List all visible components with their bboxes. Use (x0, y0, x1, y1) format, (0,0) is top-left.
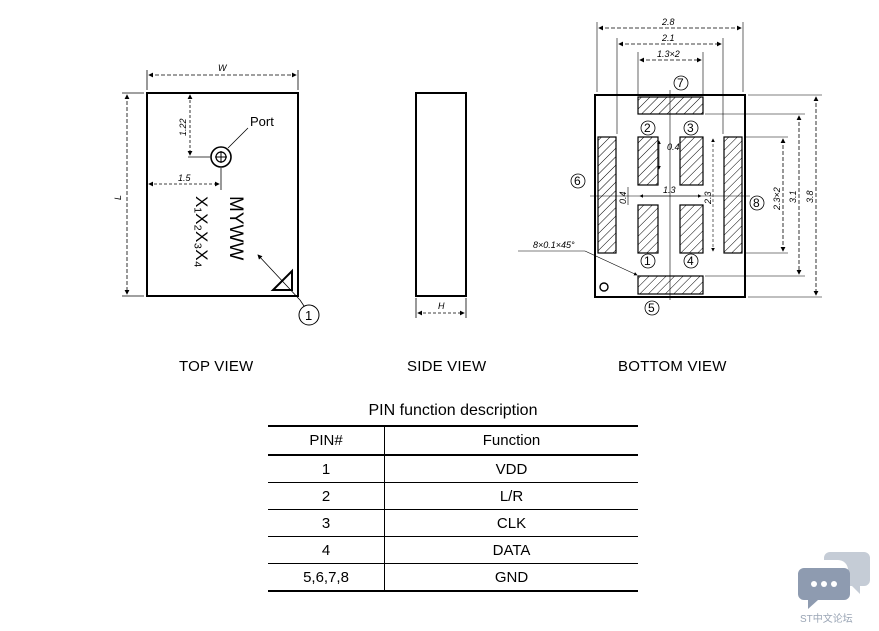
dim-3-8: 3.8 (805, 190, 815, 203)
forum-logo-icon (798, 552, 870, 609)
header-function: Function (384, 425, 638, 456)
pad-4 (679, 204, 704, 254)
cell-function: CLK (384, 509, 638, 537)
pad-8 (723, 136, 743, 254)
pin-function-table: PIN# Function 1 VDD 2 L/R 3 CLK 4 DATA 5… (268, 425, 638, 592)
side-view-body (415, 92, 467, 297)
cell-function: L/R (384, 482, 638, 510)
table-row: 4 DATA (268, 536, 638, 564)
cell-pin: 2 (268, 482, 385, 510)
dim-port-y: 1.22 (178, 118, 188, 136)
package-drawing: W L 1.22 1.5 Port MYWW X₁X₂X₃X₄ 1 (113, 17, 822, 326)
pin-8-label: 8 (753, 196, 760, 210)
side-view: H (415, 92, 467, 318)
top-view-body (146, 92, 299, 297)
orientation-dot (599, 282, 609, 292)
cell-pin: 3 (268, 509, 385, 537)
watermark-text: ST中文论坛 (800, 614, 853, 625)
dim-2-3: 2.3 (703, 191, 713, 205)
pad-3 (679, 136, 704, 186)
bottom-view: 2.8 2.1 1.3×2 7 2 3 6 8 1 4 5 (518, 17, 822, 316)
cell-pin: 1 (268, 455, 385, 483)
dim-0-4-left: 0.4 (618, 191, 628, 204)
pin1-callout: 1 (305, 308, 312, 323)
dim-2-8: 2.8 (661, 17, 675, 27)
dim-port-x: 1.5 (178, 173, 192, 183)
pad-6 (597, 136, 617, 254)
table-header-row: PIN# Function (268, 425, 638, 456)
dim-1-3x2: 1.3×2 (657, 49, 680, 59)
dim-2-3x2: 2.3×2 (772, 187, 782, 211)
table-row: 5,6,7,8 GND (268, 563, 638, 592)
pin1-marker (270, 268, 293, 291)
dim-length: L (113, 195, 123, 200)
dim-chamfer: 8×0.1×45° (533, 240, 575, 250)
pad-5 (637, 275, 704, 295)
pin-table-title: PIN function description (368, 402, 538, 419)
pin-7-label: 7 (677, 76, 684, 90)
dim-3-1: 3.1 (788, 190, 798, 203)
pin-6-label: 6 (574, 174, 581, 188)
cell-pin: 5,6,7,8 (268, 563, 385, 592)
dim-width: W (218, 63, 228, 73)
pad-2 (637, 136, 659, 186)
dim-height: H (438, 301, 445, 311)
dim-2-1: 2.1 (661, 33, 675, 43)
port-label: Port (250, 114, 274, 129)
table-row: 2 L/R (268, 482, 638, 510)
bottom-view-caption: BOTTOM VIEW (618, 358, 727, 375)
table-row: 3 CLK (268, 509, 638, 537)
top-view-caption: TOP VIEW (179, 358, 254, 375)
port-outer (210, 146, 232, 168)
header-pin: PIN# (268, 425, 385, 456)
cell-function: DATA (384, 536, 638, 564)
cell-function: VDD (384, 455, 638, 483)
pin-3-label: 3 (687, 121, 694, 135)
pin-4-label: 4 (687, 254, 694, 268)
side-view-caption: SIDE VIEW (407, 358, 487, 375)
pad-7 (637, 96, 704, 115)
pin-2-label: 2 (644, 121, 651, 135)
marking-line2: X₁X₂X₃X₄ (192, 196, 211, 268)
cell-function: GND (384, 563, 638, 592)
top-view: W L 1.22 1.5 Port MYWW X₁X₂X₃X₄ 1 (113, 63, 320, 326)
pad-1 (637, 204, 659, 254)
table-row: 1 VDD (268, 455, 638, 483)
marking-line1: MYWW (225, 196, 246, 260)
dim-1-3: 1.3 (663, 185, 676, 195)
pin-numbers: 7 2 3 6 8 1 4 5 (570, 75, 765, 316)
pin-1-label: 1 (644, 254, 651, 268)
cell-pin: 4 (268, 536, 385, 564)
pin1-callout-circle (298, 304, 320, 326)
dim-0-4-top: 0.4 (667, 142, 680, 152)
pin-5-label: 5 (648, 301, 655, 315)
